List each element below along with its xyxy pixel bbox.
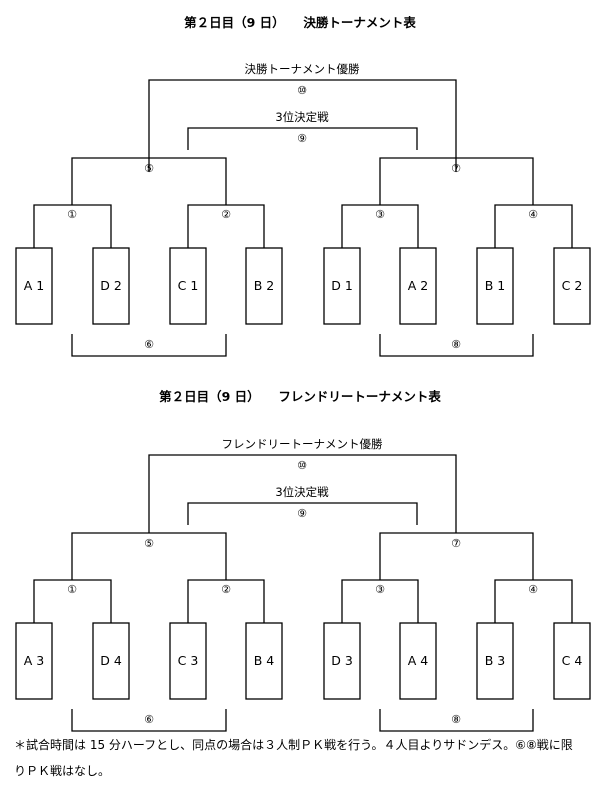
quarter-3-connector xyxy=(341,204,419,248)
semi-7-connector xyxy=(379,532,534,580)
semi-5-connector xyxy=(71,532,227,580)
semi-7-connector xyxy=(379,157,534,205)
quarter-4-connector xyxy=(494,579,573,623)
team-box: D 3 xyxy=(323,622,361,700)
match-1-label: ① xyxy=(67,208,77,221)
quarter-4-connector xyxy=(494,204,573,248)
team-box: C 1 xyxy=(169,247,207,325)
team-box: D 4 xyxy=(92,622,130,700)
team-label: C 1 xyxy=(178,278,199,293)
match-6-label: ⑥ xyxy=(144,713,154,726)
third-place-label: 3位決定戦 xyxy=(275,485,329,499)
team-box: B 2 xyxy=(245,247,283,325)
consolation-8-connector xyxy=(379,334,534,357)
bracket-title-final: 第２日目（9 日） 決勝トーナメント表 xyxy=(184,15,416,30)
final-tournament-bracket: 決勝トーナメント優勝 ⑩ 3位決定戦 ⑨ ⑤ ⑦ ① ② ③ ④ A 1 D 2… xyxy=(15,62,591,357)
match-8-label: ⑧ xyxy=(451,338,461,351)
match-5-label: ⑤ xyxy=(144,162,154,175)
team-label: B 4 xyxy=(254,653,275,668)
match-4-label: ④ xyxy=(528,208,538,221)
team-box: D 2 xyxy=(92,247,130,325)
match-10-label: ⑩ xyxy=(297,459,307,472)
third-place-label: 3位決定戦 xyxy=(275,110,329,124)
team-label: A 2 xyxy=(408,278,428,293)
match-8-label: ⑧ xyxy=(451,713,461,726)
team-label: C 4 xyxy=(562,653,583,668)
team-box: D 1 xyxy=(323,247,361,325)
final-label: 決勝トーナメント優勝 xyxy=(245,62,360,76)
team-label: B 1 xyxy=(485,278,506,293)
semi-5-connector xyxy=(71,157,227,205)
team-label: B 2 xyxy=(254,278,275,293)
team-label: A 4 xyxy=(408,653,429,668)
third-place-connector xyxy=(187,127,418,150)
third-place-connector xyxy=(187,502,418,525)
consolation-8-connector xyxy=(379,709,534,732)
team-label: A 1 xyxy=(24,278,44,293)
bracket-title-friendly: 第２日目（9 日） フレンドリートーナメント表 xyxy=(159,389,441,404)
match-9-label: ⑨ xyxy=(297,132,307,145)
final-connector xyxy=(148,79,457,172)
quarter-2-connector xyxy=(187,579,265,623)
match-7-label: ⑦ xyxy=(451,537,461,550)
match-5-label: ⑤ xyxy=(144,537,154,550)
team-label: B 3 xyxy=(485,653,506,668)
team-label: A 3 xyxy=(24,653,44,668)
team-label: C 2 xyxy=(562,278,583,293)
final-connector xyxy=(148,454,457,533)
match-6-label: ⑥ xyxy=(144,338,154,351)
final-label: フレンドリートーナメント優勝 xyxy=(222,437,383,451)
team-box: C 2 xyxy=(553,247,591,325)
match-4-label: ④ xyxy=(528,583,538,596)
match-7-label: ⑦ xyxy=(451,162,461,175)
team-box: B 3 xyxy=(476,622,514,700)
team-box: B 4 xyxy=(245,622,283,700)
team-box: C 4 xyxy=(553,622,591,700)
match-2-label: ② xyxy=(221,583,231,596)
consolation-6-connector xyxy=(71,334,227,357)
match-1-label: ① xyxy=(67,583,77,596)
team-label: C 3 xyxy=(178,653,199,668)
match-3-label: ③ xyxy=(375,583,385,596)
team-box: C 3 xyxy=(169,622,207,700)
team-label: D 3 xyxy=(331,653,353,668)
match-10-label: ⑩ xyxy=(297,84,307,97)
quarter-2-connector xyxy=(187,204,265,248)
match-3-label: ③ xyxy=(375,208,385,221)
team-box: A 4 xyxy=(399,622,437,700)
friendly-tournament-bracket: フレンドリートーナメント優勝 ⑩ 3位決定戦 ⑨ ⑤ ⑦ ① ② ③ ④ A 3… xyxy=(15,437,591,732)
team-box: A 3 xyxy=(15,622,53,700)
rules-note: ＊試合時間は 15 分ハーフとし、同点の場合は３人制ＰＫ戦を行う。４人目よりサド… xyxy=(14,738,573,778)
quarter-3-connector xyxy=(341,579,419,623)
team-box: A 2 xyxy=(399,247,437,325)
team-label: D 4 xyxy=(100,653,122,668)
match-2-label: ② xyxy=(221,208,231,221)
team-label: D 2 xyxy=(100,278,122,293)
quarter-1-connector xyxy=(33,204,112,248)
team-box: B 1 xyxy=(476,247,514,325)
team-label: D 1 xyxy=(331,278,353,293)
match-9-label: ⑨ xyxy=(297,507,307,520)
consolation-6-connector xyxy=(71,709,227,732)
team-box: A 1 xyxy=(15,247,53,325)
quarter-1-connector xyxy=(33,579,112,623)
